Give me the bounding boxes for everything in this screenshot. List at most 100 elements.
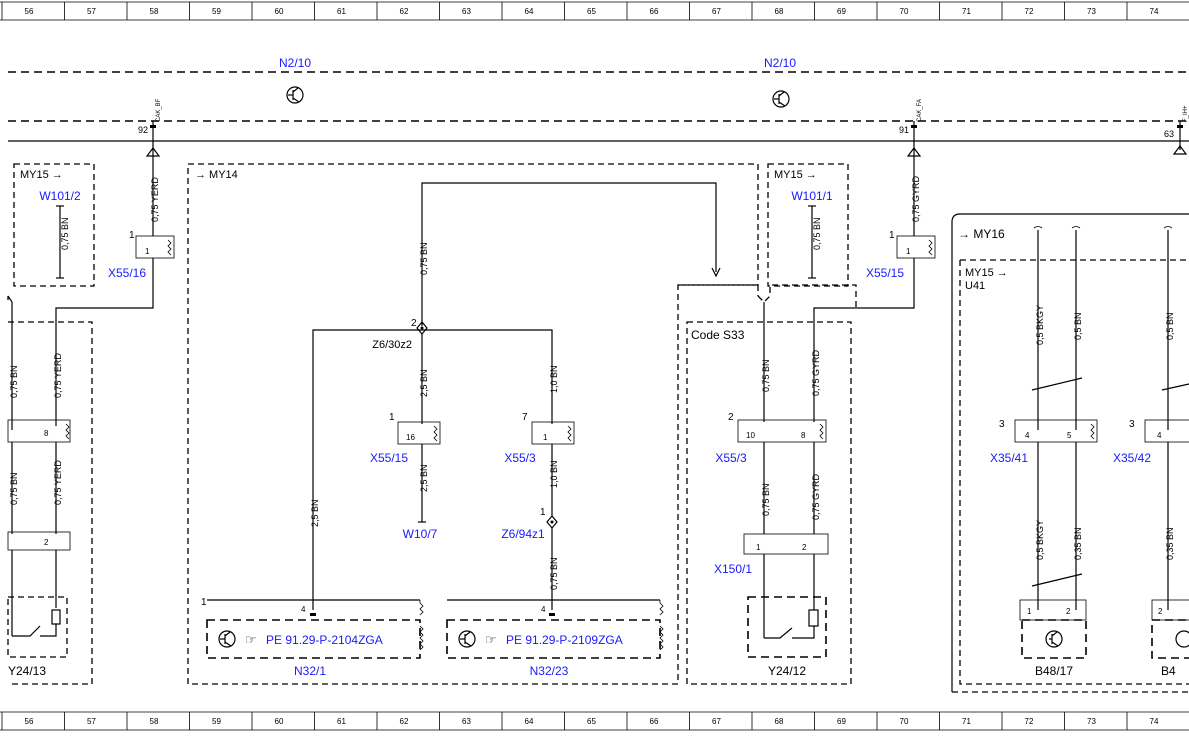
w101-2-label: W101/2: [39, 189, 81, 203]
pin: 8: [801, 431, 806, 440]
pin: 1: [756, 543, 761, 552]
w101-1-label: W101/1: [791, 189, 833, 203]
block-my15-left: MY15 → W101/2 0,75 BN: [13, 163, 95, 287]
n32-23-label: N32/23: [530, 664, 569, 678]
grid-column-label: 72: [1025, 717, 1034, 726]
ref-n32-1[interactable]: PE 91.29-P-2104ZGA: [266, 633, 383, 647]
grid-column-label: 66: [650, 717, 659, 726]
x35-41-label: X35/41: [990, 451, 1028, 465]
reference-hand-icon: ☞: [485, 632, 497, 647]
ref-n32-23[interactable]: PE 91.29-P-2109ZGA: [506, 633, 623, 647]
pin: 1: [129, 230, 135, 241]
pin: 1: [906, 247, 911, 256]
x55-3-right-label: X55/3: [715, 451, 747, 465]
w10-7-label: W10/7: [403, 527, 438, 541]
wire-label: 1,0 BN: [549, 460, 559, 488]
bus-label-right: N2/10: [764, 56, 796, 70]
wire-label: 2,5 BN: [419, 369, 429, 397]
grid-column-label: 69: [837, 7, 846, 16]
wire-label: 2,5 BN: [419, 464, 429, 492]
grid-column-label: 57: [87, 717, 96, 726]
pin: 7: [522, 412, 528, 423]
sensor-icon: [1045, 630, 1063, 648]
wire-label: 0,5 BKGY: [1035, 305, 1045, 345]
grid-column-label: 70: [900, 7, 909, 16]
pin: 5: [1067, 431, 1072, 440]
wire-label: 0,75 GYRD: [811, 349, 821, 396]
pin: 3: [999, 419, 1005, 430]
pin: 1: [543, 433, 548, 442]
block-label: Code S33: [691, 328, 745, 342]
pin: 1: [389, 412, 395, 423]
grid-column-label: 62: [400, 717, 409, 726]
grid-column-label: 63: [462, 717, 471, 726]
grid-column-label: 74: [1150, 717, 1159, 726]
grid-column-label: 60: [275, 717, 284, 726]
y24-12-label: Y24/12: [768, 664, 806, 678]
pin: 4: [1157, 431, 1162, 440]
z6-30z2-label: Z6/30z2: [372, 339, 412, 351]
grid-column-label: 59: [212, 7, 221, 16]
grid-column-label: 57: [87, 7, 96, 16]
can-bus: N2/10 N2/10 92 CAK_BF 91 CAK_FA: [8, 56, 1189, 160]
grid-column-label: 67: [712, 717, 721, 726]
grid-column-label: 58: [150, 7, 159, 16]
pin: 2: [1066, 607, 1071, 616]
pin: 2: [728, 412, 734, 423]
x55-15-right-label: X55/15: [866, 266, 904, 280]
grid-column-label: 71: [962, 7, 971, 16]
connector-x55-16: 0,75 YERD 1 1 X55/16: [55, 160, 175, 426]
wire-label: 0,5 BN: [1165, 312, 1175, 340]
wire-label: 0,35 BN: [1165, 527, 1175, 560]
pin: 1: [540, 507, 546, 518]
wire-label: 0,75 GYRD: [911, 175, 921, 222]
pin: 1: [889, 230, 895, 241]
block-label: → MY16: [958, 227, 1005, 241]
grid-column-label: 63: [462, 7, 471, 16]
wire-label: 0,35 BN: [1073, 527, 1083, 560]
grid-column-label: 65: [587, 717, 596, 726]
pin: 2: [1158, 607, 1163, 616]
block-my15-right: MY15 → W101/1 0,75 BN: [767, 163, 849, 287]
pin: 1: [1027, 607, 1032, 616]
grid-column-label: 56: [25, 717, 34, 726]
pin: 10: [746, 431, 755, 440]
control-unit-icon: [286, 86, 304, 104]
bus-tap-92: 92 CAK_BF: [138, 98, 162, 160]
pin: 2: [802, 543, 807, 552]
grid-column-label: 60: [275, 7, 284, 16]
bus-label-left: N2/10: [279, 56, 311, 70]
grid-column-label: 68: [775, 7, 784, 16]
grid-column-label: 64: [525, 717, 534, 726]
grid-column-label: 58: [150, 717, 159, 726]
block-code-s33: Code S33 0,75 BN 0,75 GYRD 2 10 8 X55/3 …: [678, 284, 857, 685]
wire-label: 0,75 BN: [9, 365, 19, 398]
block-label: MY15 →: [774, 169, 817, 181]
z6-94z1-label: Z6/94z1: [501, 527, 545, 541]
wire-label: 0,75 BN: [549, 557, 559, 590]
grid-column-label: 56: [25, 7, 34, 16]
grid-column-label: 71: [962, 717, 971, 726]
wire-label: 0,75 BN: [761, 483, 771, 516]
grid-column-label: 73: [1087, 7, 1096, 16]
grid-column-label: 69: [837, 717, 846, 726]
control-unit-icon: [772, 90, 790, 108]
wire-label: 2,5 BN: [310, 499, 320, 527]
grid-column-label: 65: [587, 7, 596, 16]
grid-column-label: 74: [1150, 7, 1159, 16]
wire-label: 0,5 BN: [1073, 312, 1083, 340]
grid-column-label: 61: [337, 717, 346, 726]
x55-15-label: X55/15: [370, 451, 408, 465]
grid-column-label: 62: [400, 7, 409, 16]
wire-label: 0,75 BN: [9, 472, 19, 505]
pin: 2: [44, 538, 49, 547]
tap-number: 92: [138, 125, 148, 135]
control-unit-icon: [458, 630, 476, 648]
tap-signal: CAK_FA: [917, 99, 923, 122]
pin: 1: [145, 247, 150, 256]
block-my16: → MY16 MY15 → U41 0,5 BKGY 0,5 BN 0,5 BN…: [951, 213, 1189, 693]
grid-column-label: 72: [1025, 7, 1034, 16]
x150-1-label: X150/1: [714, 562, 752, 576]
